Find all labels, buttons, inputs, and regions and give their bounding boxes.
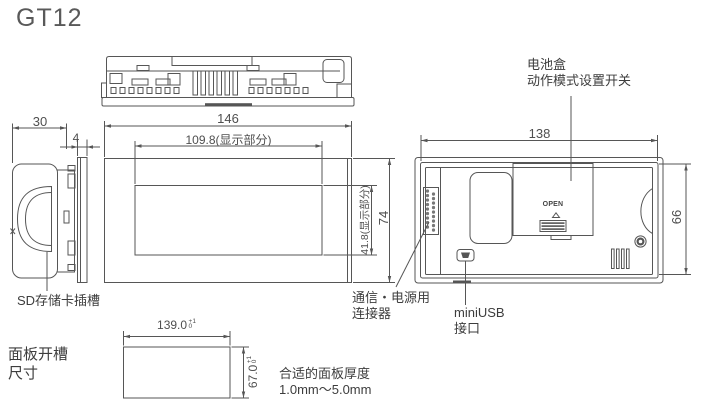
side-bezel-dim: 4: [72, 131, 80, 145]
cutout-width-tol-lower: 0: [188, 323, 193, 330]
rear-vent-slots: [611, 248, 630, 269]
front-height-dim: 74: [375, 210, 391, 226]
panel-cutout-title-line2: 尺寸: [8, 365, 39, 382]
miniusb-label-line2: 接口: [454, 321, 481, 336]
rear-view-drawing: [395, 96, 691, 305]
cutout-height-dim: 67.0 +1 0: [246, 344, 261, 400]
connector-label-line1: 通信・电源用: [352, 290, 431, 305]
front-bezel-edge: [77, 157, 88, 283]
cutout-width-value: 139.0: [157, 318, 188, 332]
cutout-height-value: 67.0: [246, 364, 260, 389]
panel-thickness-note-line2: 1.0mm～5.0mm: [279, 382, 372, 397]
display-area: [134, 185, 323, 256]
battery-label-line1: 电池盒: [527, 57, 567, 72]
battery-open-marking: OPEN: [542, 201, 564, 208]
panel-thickness-note: 合适的面板厚度 1.0mm～5.0mm: [279, 366, 371, 398]
top-vent-slots: [192, 70, 238, 96]
connector-label-line2: 连接器: [352, 306, 392, 321]
miniusb-label-line1: miniUSB: [454, 305, 505, 320]
connector-leader-line: [395, 221, 430, 288]
power-connector: [423, 187, 439, 236]
panel-cutout-title-line1: 面板开槽: [8, 346, 69, 363]
battery-label-line2: 动作模式设置开关: [527, 73, 632, 88]
connector-label: 通信・电源用 连接器: [352, 290, 430, 322]
screw-hole: [634, 235, 647, 248]
front-width-dim: 146: [217, 111, 239, 126]
mounting-clip: [322, 59, 345, 83]
open-arrow-icon: [551, 211, 561, 218]
panel-cutout-title: 面板开槽 尺寸: [8, 345, 68, 383]
side-depth-dim: 30: [32, 114, 48, 129]
cutout-width-tolerance: +1 0: [188, 317, 196, 330]
cutout-width-dim: 139.0 +1 0: [123, 318, 230, 332]
cutout-width-tol-upper: +1: [188, 317, 196, 325]
top-terminal-squares: [110, 87, 309, 94]
rear-width-dim: 138: [528, 126, 551, 141]
top-view-drawing: [101, 56, 355, 107]
cutout-height-tolerance: +1 0: [246, 356, 259, 364]
miniusb-label: miniUSB 接口: [454, 305, 505, 337]
side-view-drawing: [10, 123, 100, 291]
front-view-drawing: [104, 121, 395, 283]
sd-slot-label: SD存储卡插槽: [17, 293, 101, 308]
front-display-width-dim: 109.8(显示部分): [185, 133, 272, 147]
battery-cover: [512, 163, 594, 240]
battery-box-label: 电池盒 动作模式设置开关: [527, 57, 631, 89]
rear-height-dim: 66: [668, 209, 684, 225]
cutout-height-tol-lower: 0: [251, 359, 258, 364]
panel-cutout-drawing: [123, 331, 249, 399]
thumb-groove: [640, 188, 653, 234]
front-display-height-dim: 41.8(显示部分): [358, 185, 371, 255]
sd-card-door: [16, 185, 52, 253]
miniusb-port: [456, 249, 475, 262]
page-title: GT12: [16, 4, 83, 32]
panel-thickness-note-line1: 合适的面板厚度: [279, 366, 371, 381]
